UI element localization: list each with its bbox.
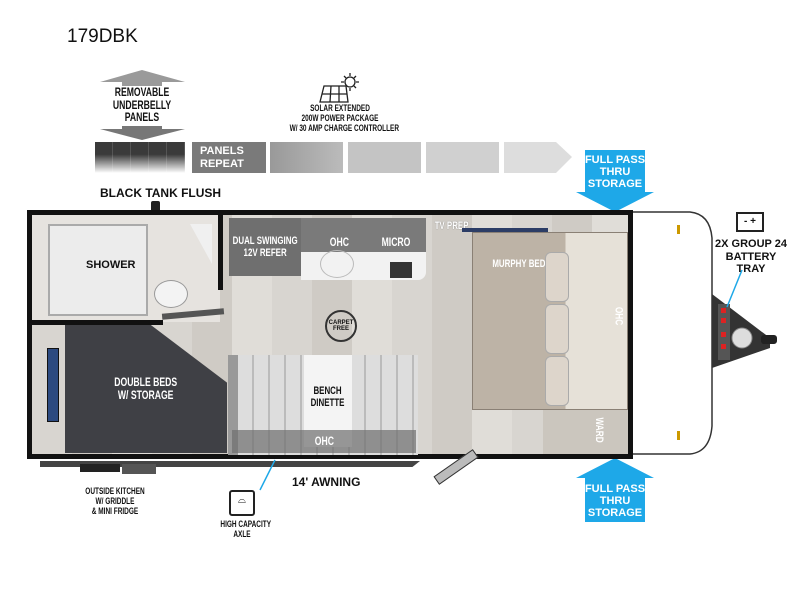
dinette-ohc-label: OHC — [314, 434, 334, 448]
pass-thru-arrow-down-icon — [576, 150, 654, 212]
wardrobe — [543, 410, 628, 454]
refer-line: DUAL SWINGING — [232, 234, 298, 247]
pass-thru-arrow-up-icon — [576, 458, 654, 522]
bath-wall — [218, 212, 223, 290]
tv-mount — [462, 228, 548, 232]
model-title: 179DBK — [67, 26, 138, 47]
underbelly-panel-dark — [95, 142, 185, 173]
outside-kitchen-line: OUTSIDE KITCHEN — [85, 486, 145, 496]
murphy-cushion — [545, 252, 569, 302]
micro-label: MICRO — [381, 235, 411, 249]
pass-thru-line: THRU — [599, 495, 631, 508]
battery-line: BATTERY — [725, 250, 777, 263]
double-beds-line: W/ STORAGE — [118, 388, 174, 402]
battery-icon: - + — [736, 212, 764, 232]
ward-label: WARD — [592, 417, 605, 443]
underbelly-label: REMOVABLE UNDERBELLY PANELS — [106, 86, 178, 124]
outside-kitchen — [80, 464, 120, 472]
shower-label: SHOWER — [86, 259, 136, 271]
toilet — [154, 280, 188, 308]
front-cap-and-tongue — [631, 211, 777, 455]
pass-thru-line: FULL PASS — [584, 483, 646, 495]
underbelly-line: PANELS — [124, 110, 160, 125]
solar-line: SOLAR EXTENDED — [310, 103, 370, 113]
pass-thru-line: STORAGE — [587, 507, 643, 520]
pass-thru-line: FULL PASS — [584, 154, 646, 166]
panel — [270, 142, 343, 173]
underbelly-line: UNDERBELLY — [112, 97, 172, 112]
battery-line: 2X GROUP 24 — [715, 238, 787, 250]
panel-arrow — [504, 142, 572, 173]
outside-kitchen — [122, 464, 156, 474]
down-arrow-icon — [100, 126, 185, 140]
panel — [426, 142, 499, 173]
front-ohc-label: OHC — [612, 306, 625, 326]
kitchen-ohc-label: OHC — [329, 235, 349, 249]
murphy-bed-label: MURPHY BED — [492, 258, 546, 270]
solar-panel-icon — [319, 73, 359, 103]
murphy-cushion — [545, 356, 569, 406]
carpet-free-badge: CARPET FREE — [325, 310, 357, 342]
outside-kitchen-line: W/ GRIDDLE — [95, 495, 135, 506]
panels-repeat-line: PANELS — [200, 145, 244, 157]
double-beds-line: DOUBLE BEDS — [114, 374, 178, 389]
bath-wall — [27, 320, 163, 325]
axle-line: AXLE — [233, 528, 251, 539]
outside-kitchen-line: & MINI FRIDGE — [91, 505, 139, 516]
black-tank-flush-label: BLACK TANK FLUSH — [100, 186, 222, 200]
axle-line: HIGH CAPACITY — [220, 519, 272, 529]
panels-repeat-line: REPEAT — [200, 158, 244, 171]
murphy-cushion — [545, 304, 569, 354]
solar-line: 200W POWER PACKAGE — [301, 112, 379, 123]
dinette-ohc: OHC — [232, 430, 416, 453]
kitchen-sink — [320, 250, 354, 278]
black-tank-valve-icon — [151, 201, 160, 213]
underbelly-line: REMOVABLE — [114, 85, 170, 99]
shower — [48, 224, 148, 316]
pass-thru-line: STORAGE — [587, 178, 643, 191]
rear-window — [47, 348, 59, 422]
dinette-line: DINETTE — [311, 397, 345, 410]
tv-prep-label: TV PREP — [434, 220, 469, 232]
panel — [348, 142, 421, 173]
scale-icon: ⌓ — [229, 490, 255, 516]
up-arrow-icon — [100, 70, 185, 86]
solar-line: W/ 30 AMP CHARGE CONTROLLER — [289, 122, 400, 133]
awning — [40, 461, 420, 467]
refer-line: 12V REFER — [243, 247, 287, 259]
awning-label: 14' AWNING — [292, 475, 361, 489]
dinette-line: BENCH — [313, 385, 343, 397]
stove — [390, 262, 412, 278]
battery-line: TRAY — [736, 263, 766, 276]
axle-pointer — [259, 459, 276, 491]
pass-thru-line: THRU — [599, 166, 631, 179]
